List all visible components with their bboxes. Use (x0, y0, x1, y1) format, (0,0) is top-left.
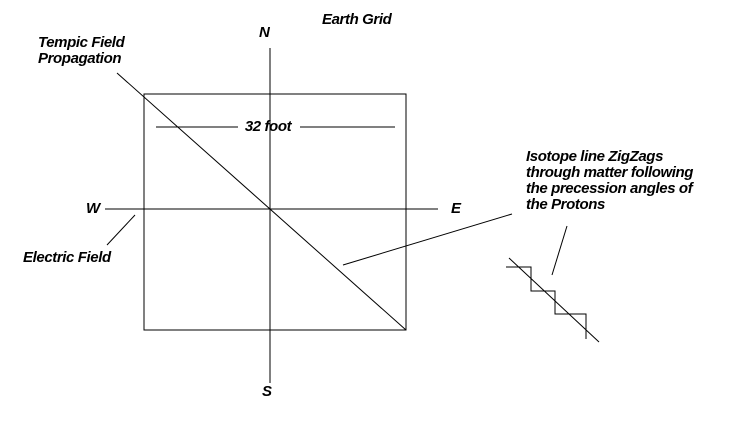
compass-north-label: N (259, 24, 270, 41)
compass-south-label: S (262, 383, 272, 400)
compass-west-label: W (86, 200, 100, 217)
zigzag-staircase-path (506, 266, 587, 339)
tempic-field-label-line2: Propagation (38, 50, 122, 67)
electric-field-leader-line (106, 214, 136, 246)
tempic-field-label-line1: Tempic Field (38, 34, 125, 51)
compass-east-label: E (451, 200, 461, 217)
zigzag-axis-line (508, 257, 600, 343)
measurement-label: 32 foot (244, 118, 292, 135)
earth-grid-title: Earth Grid (322, 11, 392, 28)
isotope-note-line4: the Protons (526, 196, 605, 213)
isotope-note-line3: the precession angles of (526, 180, 693, 197)
zigzag-leader-line (551, 225, 568, 276)
tempic-field-label: Tempic Field Propagation (38, 34, 125, 67)
grid-square (143, 93, 407, 331)
isotope-note-line2: through matter following (526, 164, 694, 181)
electric-field-label: Electric Field (23, 249, 111, 266)
tempic-field-propagation-line (116, 72, 407, 331)
isotope-leader-line (342, 213, 513, 266)
isotope-note-line1: Isotope line ZigZags (526, 148, 664, 165)
isotope-note: Isotope line ZigZags through matter foll… (526, 149, 693, 213)
